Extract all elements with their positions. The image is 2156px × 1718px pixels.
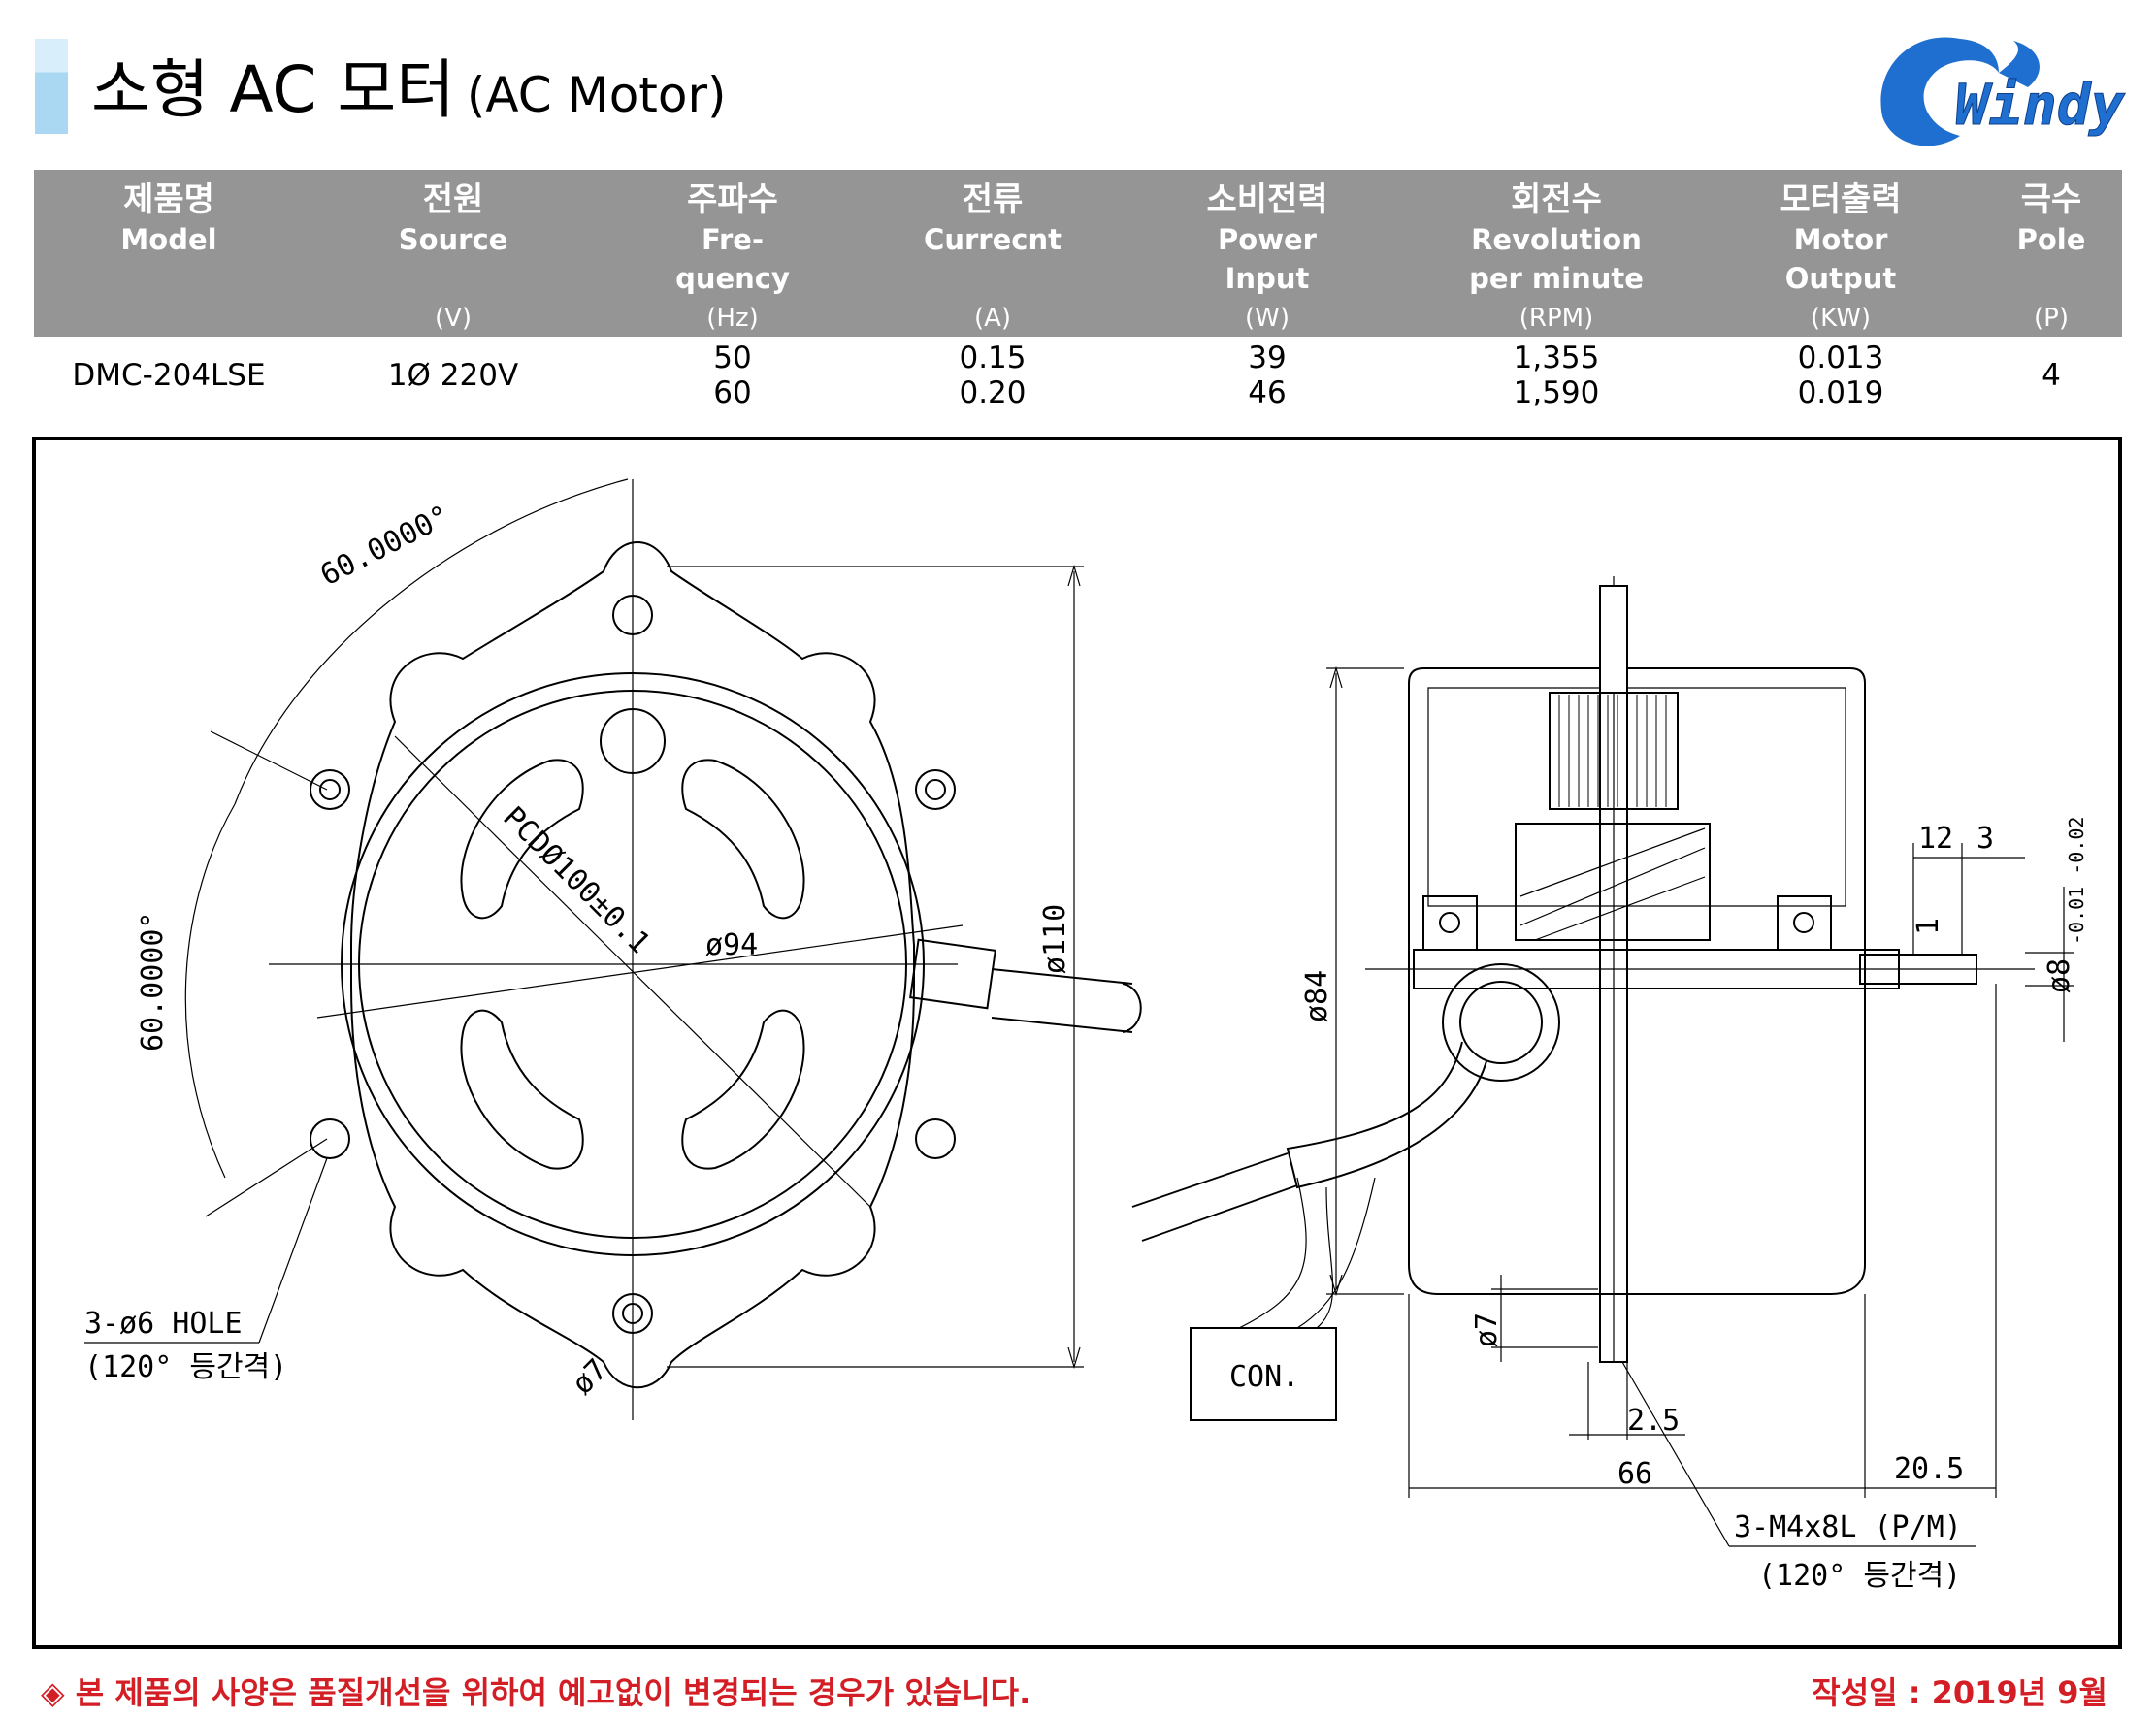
cell-pole: 4 (2042, 358, 2061, 393)
label-hole-pitch: (120° 등간격) (84, 1350, 287, 1384)
label-d8: ø8 (2042, 958, 2076, 993)
label-d66: 66 (1617, 1457, 1652, 1491)
label-d20-5: 20.5 (1894, 1452, 1964, 1486)
title-main: 소형 AC 모터 (91, 52, 455, 127)
label-d94: ø94 (705, 928, 758, 962)
label-con: CON. (1229, 1360, 1299, 1394)
drawing-svg: 60.0000° 60.0000° PCDØ100±0.1 ø94 ø110 ø… (84, 478, 2088, 1593)
side-housing-outline (1408, 667, 1866, 1295)
label-screw-pitch: (120° 등간격) (1758, 1559, 1961, 1593)
label-d84: ø84 (1300, 970, 1334, 1022)
label-d1: 1 (1911, 918, 1945, 935)
label-d12: 12 (1918, 822, 1953, 856)
date-text: 작성일 : 2019년 9월 (1812, 1674, 2107, 1711)
label-d7-front: ø7 (566, 1352, 614, 1401)
title-accent-bar (35, 39, 68, 134)
label-angle-top: 60.0000° (315, 499, 456, 593)
title-sub: (AC Motor) (466, 67, 727, 123)
windy-logo: Windy (1880, 37, 2126, 146)
side-view (1131, 576, 2074, 1547)
label-d110: ø110 (1038, 904, 1072, 974)
connector-box (1190, 1327, 1337, 1421)
label-screw-note: 3-M4x8L (P/M) (1734, 1510, 1962, 1544)
label-tol: -0.01 -0.02 (2065, 817, 2088, 945)
label-d7-side: ø7 (1470, 1313, 1504, 1347)
label-d3: 3 (1976, 822, 1994, 856)
label-d2-5: 2.5 (1627, 1404, 1680, 1438)
front-flange-outline (350, 541, 915, 1389)
logo-text: Windy (1955, 72, 2126, 138)
page-title: 소형 AC 모터(AC Motor) (91, 43, 727, 143)
technical-drawing: 60.0000° 60.0000° PCDØ100±0.1 ø94 ø110 ø… (32, 437, 2122, 1649)
cell-model: DMC-204LSE (72, 358, 266, 393)
cell-source: 1Ø 220V (387, 358, 519, 393)
front-view (84, 478, 1142, 1420)
label-angle-left: 60.0000° (136, 912, 170, 1053)
label-hole-note: 3-ø6 HOLE (84, 1307, 243, 1341)
logo-fan-icon (1880, 37, 1999, 146)
notice-text: ◈ 본 제품의 사양은 품질개선을 위하여 예고없이 변경되는 경우가 있습니다… (41, 1674, 1031, 1711)
